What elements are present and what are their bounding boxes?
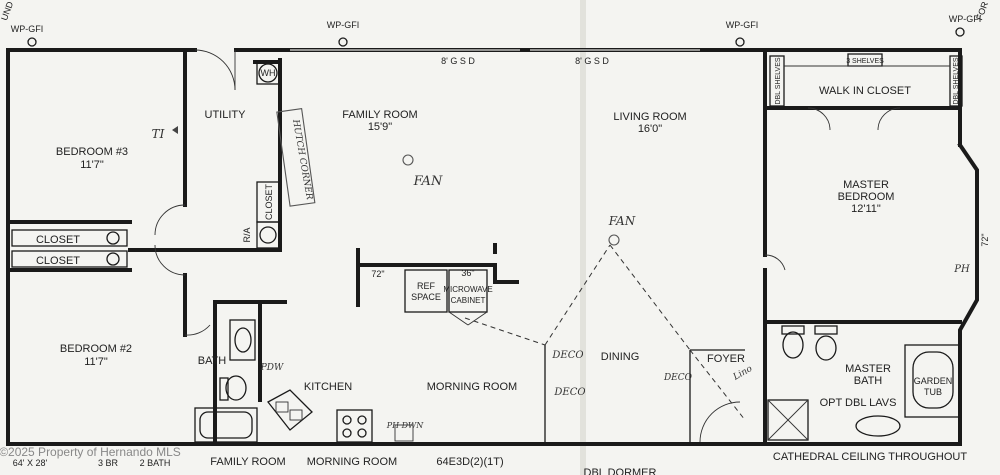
master-bedroom-size: 12'11" xyxy=(851,203,881,215)
ph-note: PH xyxy=(953,264,970,275)
shelves-label: 3 SHELVES xyxy=(846,58,884,65)
footer-morning-room: MORNING ROOM xyxy=(307,456,397,468)
family-room-size: 15'9" xyxy=(368,121,392,133)
foyer-name: FOYER xyxy=(707,353,745,365)
door-swings xyxy=(154,49,901,443)
closet-shelving xyxy=(769,53,963,107)
master-bath-name-2: BATH xyxy=(854,375,883,387)
master-bedroom-name-1: MASTER xyxy=(843,179,889,191)
fan-note-1: FAN xyxy=(413,174,443,189)
microwave-width-label: 36" xyxy=(461,268,474,278)
kitchen-fixtures xyxy=(267,269,488,443)
bedroom3-size: 11'7" xyxy=(80,159,104,171)
return-air-label: R/A xyxy=(242,227,252,242)
ph-down-note: PH DWN xyxy=(386,421,425,430)
walk-in-closet-name: WALK IN CLOSET xyxy=(819,85,911,97)
footer-dims: 64' X 28' xyxy=(13,458,48,468)
outlet-label-left: WP-GFI xyxy=(11,24,44,34)
utility-name: UTILITY xyxy=(205,109,247,121)
ti-note: TI xyxy=(152,127,165,141)
handwritten-marks xyxy=(172,108,620,246)
footer-family-room: FAMILY ROOM xyxy=(210,456,285,468)
bath-name: BATH xyxy=(198,355,227,367)
footer-cathedral: CATHEDRAL CEILING THROUGHOUT xyxy=(773,451,967,463)
outlet-label-corner: WP-GFI xyxy=(949,14,982,24)
footer-beds: 3 BR xyxy=(98,458,119,468)
water-heater-label: WH xyxy=(261,68,276,78)
outlet-label-right: WP-GFI xyxy=(726,20,759,30)
family-room-name: FAMILY ROOM xyxy=(342,109,417,121)
ceiling-lines xyxy=(464,244,746,421)
gsd-label-right: 8' G S D xyxy=(575,56,609,66)
dining-name: DINING xyxy=(601,351,640,363)
utility-fixtures xyxy=(256,61,280,249)
bath-fixtures xyxy=(194,319,258,443)
ref-width-label: 72" xyxy=(371,269,384,279)
footer-baths: 2 BATH xyxy=(140,458,171,468)
copyright-watermark: ©2025 Property of Hernando MLS xyxy=(0,445,181,459)
bedroom2-name: BEDROOM #2 xyxy=(60,343,132,355)
deco-note-1: DECO xyxy=(551,350,583,361)
interior-walls xyxy=(8,48,962,446)
master-bedroom-name-2: BEDROOM xyxy=(838,191,895,203)
pdw-note: PDW xyxy=(260,363,284,373)
closet-units xyxy=(11,229,128,268)
bay-width-label: 72" xyxy=(980,233,990,246)
bedroom3-name: BEDROOM #3 xyxy=(56,146,128,158)
bedroom2-size: 11'7" xyxy=(84,356,108,368)
master-bath-fixtures xyxy=(767,325,961,441)
garden-tub-label-1: GARDEN xyxy=(914,376,953,386)
dbl-shelves-left-label: DBL SHELVES xyxy=(775,57,782,104)
deco-note-3: DECO xyxy=(663,373,693,383)
opt-dbl-lavs-label: OPT DBL LAVS xyxy=(820,397,897,409)
footer-model: 64E3D(2)(1T) xyxy=(436,456,503,468)
dbl-dormer-label: DBL DORMER xyxy=(584,467,657,475)
outlet-label-middle: WP-GFI xyxy=(327,20,360,30)
microwave-label-2: CABINET xyxy=(451,296,486,305)
closet-label-2: CLOSET xyxy=(36,255,80,267)
kitchen-name: KITCHEN xyxy=(304,381,352,393)
morning-room-name: MORNING ROOM xyxy=(427,381,517,393)
ref-space-label-2: SPACE xyxy=(411,292,441,302)
fan-note-2: FAN xyxy=(608,214,636,228)
closet-label-vertical: CLOSET xyxy=(264,183,274,220)
master-bath-name-1: MASTER xyxy=(845,363,891,375)
living-room-size: 16'0" xyxy=(638,123,662,135)
dbl-shelves-right-label: DBL SHELVES xyxy=(953,57,960,104)
gsd-label-left: 8' G S D xyxy=(441,56,475,66)
closet-label-1: CLOSET xyxy=(36,234,80,246)
microwave-label-1: MICROWAVE xyxy=(443,285,492,294)
living-room-name: LIVING ROOM xyxy=(613,111,686,123)
outlet-symbols xyxy=(27,27,965,47)
garden-tub-label-2: TUB xyxy=(924,387,942,397)
deco-note-2: DECO xyxy=(553,387,585,398)
ref-space-label-1: REF xyxy=(417,281,436,291)
